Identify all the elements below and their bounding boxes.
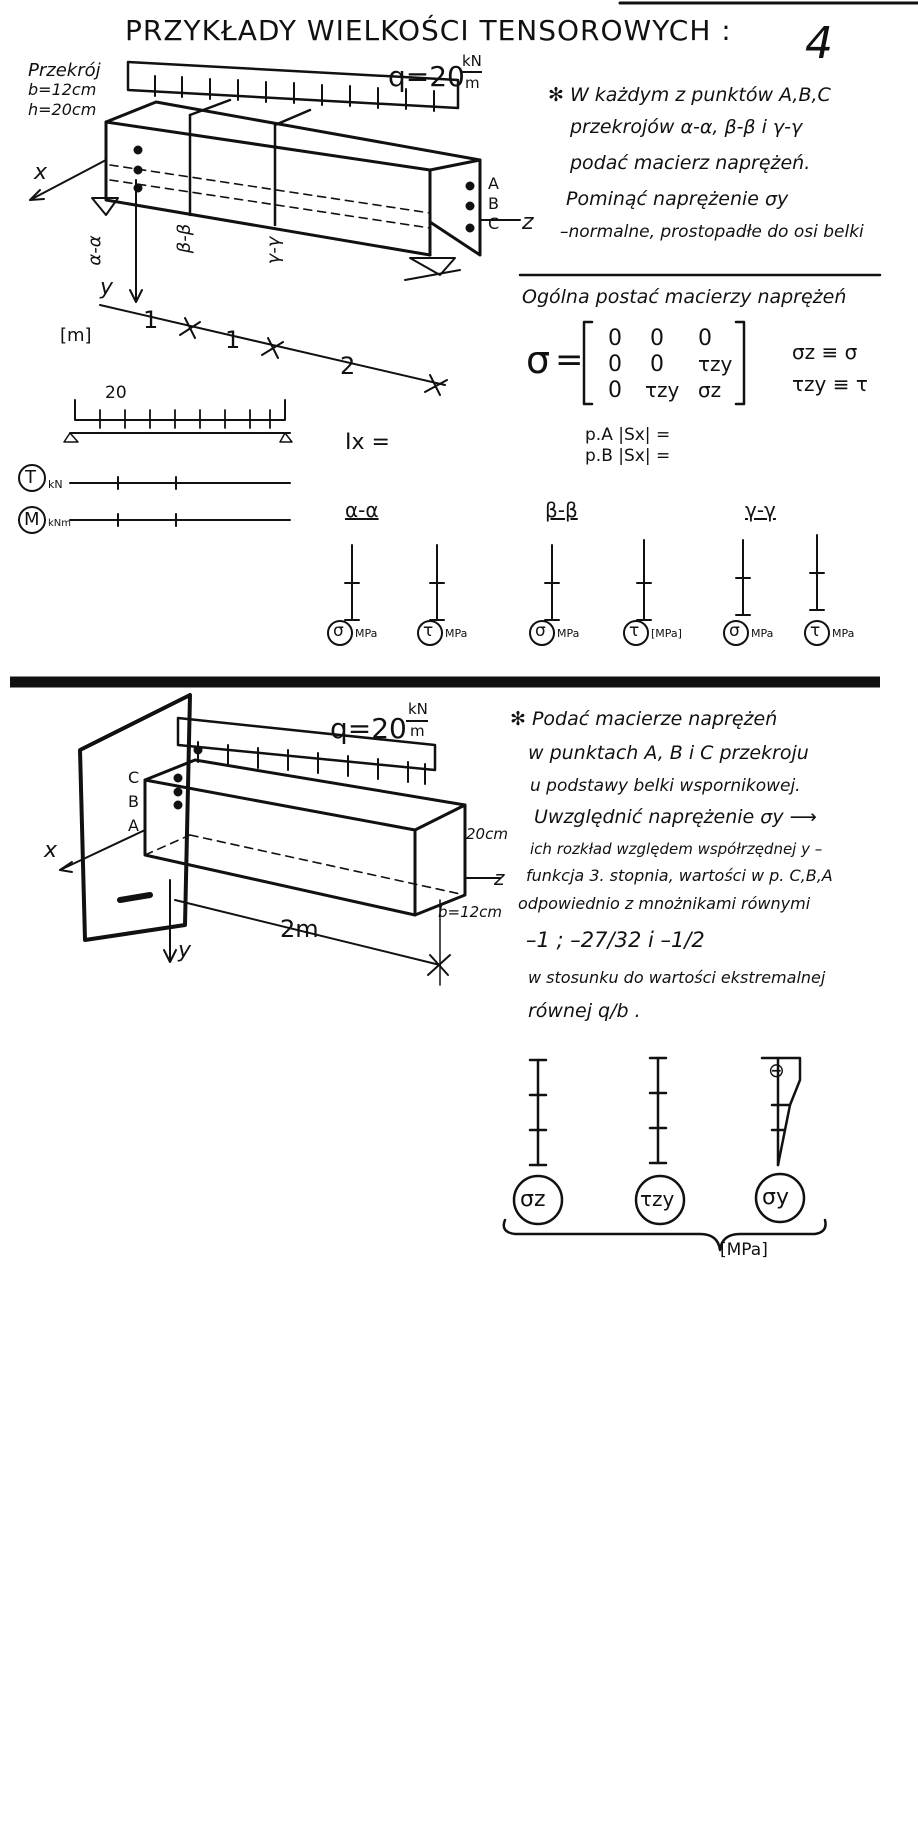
diagram-label-sigma-alpha: σ <box>333 621 344 641</box>
axis-z-label-2: z <box>494 866 505 890</box>
task1-line-1: ✻ W każdym z punktów A,B,C <box>548 84 831 106</box>
diagram-unit-tau-alpha: MPa <box>445 627 468 640</box>
matrix-title: Ogólna postać macierzy naprężeń <box>522 286 847 308</box>
SxB-label: p.B |Sx| = <box>585 446 671 466</box>
task2-line-5: ich rozkład względem współrzędnej y – <box>530 840 823 858</box>
dim-unit: [m] <box>60 325 92 346</box>
load-unit-den-2: m <box>410 722 425 740</box>
task2-line-8: –1 ; –27/32 i –1/2 <box>526 928 705 952</box>
b-value: b=12cm <box>28 80 97 99</box>
diagram-unit-sigma-beta: MPa <box>557 627 580 640</box>
diagram-unit-sigma-alpha: MPa <box>355 627 378 640</box>
point-C-label-2: C <box>128 768 140 787</box>
matrix-cell-23: τzy <box>698 352 733 376</box>
task2-line-4: Uwzględnić naprężenie σy ⟶ <box>534 806 817 828</box>
beam-width: b=12cm <box>438 903 503 921</box>
load-label: q=20 <box>388 60 465 93</box>
matrix-cell-22: 0 <box>650 352 664 377</box>
T-label: T <box>25 467 36 488</box>
task1-line-5: –normalne, prostopadłe do osi belki <box>560 222 864 242</box>
task2-line-10: równej q/b . <box>528 1000 641 1022</box>
task2-line-3: u podstawy belki wspornikowej. <box>530 776 801 796</box>
point-A-label: A <box>488 174 499 193</box>
dim-1a: 1 <box>143 306 159 334</box>
diagram-section-beta: β-β <box>545 498 578 522</box>
Ix-label: Ix = <box>345 430 390 455</box>
T-unit: kN <box>48 478 63 491</box>
beam-height: 20cm <box>466 825 508 843</box>
task2-line-9: w stosunku do wartości ekstremalnej <box>528 968 826 987</box>
diagram-section-gamma: γ-γ <box>745 498 776 522</box>
diagram-label-sigma-y: σy <box>762 1185 789 1210</box>
axis-z-label: z <box>522 210 534 235</box>
task1-line-3: podać macierz naprężeń. <box>570 152 811 174</box>
page-title: PRZYKŁADY WIELKOŚCI TENSOROWYCH : <box>125 14 732 47</box>
load-unit-den: m <box>465 74 480 92</box>
stress-matrix-symbol: σ <box>526 338 551 382</box>
diagram-label-tau-alpha: τ <box>423 621 434 641</box>
cross-section-label: Przekrój <box>28 60 101 81</box>
equals-sign: = <box>555 340 584 380</box>
identity-tau: τzy ≡ τ <box>792 372 868 396</box>
diagram-label-tau-beta: τ <box>629 621 640 641</box>
matrix-cell-31: 0 <box>608 378 622 403</box>
M-label: M <box>24 509 40 530</box>
load-unit-num: kN <box>462 52 482 70</box>
load-unit-num-2: kN <box>408 700 428 718</box>
matrix-cell-12: 0 <box>650 326 664 351</box>
diagram-unit-sigma-gamma: MPa <box>751 627 774 640</box>
point-B-label-2: B <box>128 792 139 811</box>
task2-line-7: odpowiednio z mnożnikami równymi <box>518 894 811 913</box>
diagram-label-sigma-gamma: σ <box>729 621 740 641</box>
diagram-label-tau-zy: τzy <box>640 1187 675 1211</box>
section-beta-label: β-β <box>174 223 196 254</box>
matrix-cell-21: 0 <box>608 352 622 377</box>
point-B-label: B <box>488 194 499 213</box>
matrix-cell-11: 0 <box>608 326 622 351</box>
axis-x-label: x <box>34 160 48 185</box>
task2-line-6: funkcja 3. stopnia, wartości w p. C,B,A <box>526 866 833 885</box>
task1-line-4: Pominąć naprężenie σy <box>566 188 789 210</box>
matrix-cell-33: σz <box>698 378 722 402</box>
diagram-unit-tau-beta: [MPa] <box>651 627 682 640</box>
diagram-label-sigma-z: σz <box>520 1187 546 1212</box>
axis-y-label-2: y <box>178 938 192 963</box>
small-load-value: 20 <box>105 383 127 403</box>
point-C-label: C <box>488 214 500 233</box>
h-value: h=20cm <box>28 100 97 119</box>
dim-2: 2 <box>340 352 356 380</box>
identity-sigma: σz ≡ σ <box>792 340 858 364</box>
task1-line-2: przekrojów α-α, β-β i γ-γ <box>570 116 803 138</box>
diagram-label-tau-gamma: τ <box>810 621 821 641</box>
minus-sign: ⊖ <box>768 1058 785 1082</box>
page-number: 4 <box>805 18 833 69</box>
dim-1b: 1 <box>225 326 241 354</box>
load-label-2: q=20 <box>330 712 407 745</box>
axis-x-label-2: x <box>44 838 58 863</box>
diagram-unit-tau-gamma: MPa <box>832 627 855 640</box>
diagram-label-sigma-beta: σ <box>535 621 546 641</box>
section-gamma-label: γ-γ <box>263 236 285 265</box>
axis-y-label: y <box>100 275 114 300</box>
diagram-section-alpha: α-α <box>345 498 379 522</box>
M-unit: kNm <box>48 518 72 529</box>
beam-length: 2m <box>280 915 319 943</box>
task2-line-1: ✻ Podać macierze naprężeń <box>510 708 778 730</box>
matrix-cell-32: τzy <box>645 378 680 402</box>
point-A-label-2: A <box>128 816 139 835</box>
section-alpha-label: α-α <box>84 235 106 266</box>
task2-line-2: w punktach A, B i C przekroju <box>528 742 809 764</box>
matrix-cell-13: 0 <box>698 326 712 351</box>
diagram-unit-mpa: [MPa] <box>720 1240 768 1260</box>
SxA-label: p.A |Sx| = <box>585 425 671 445</box>
